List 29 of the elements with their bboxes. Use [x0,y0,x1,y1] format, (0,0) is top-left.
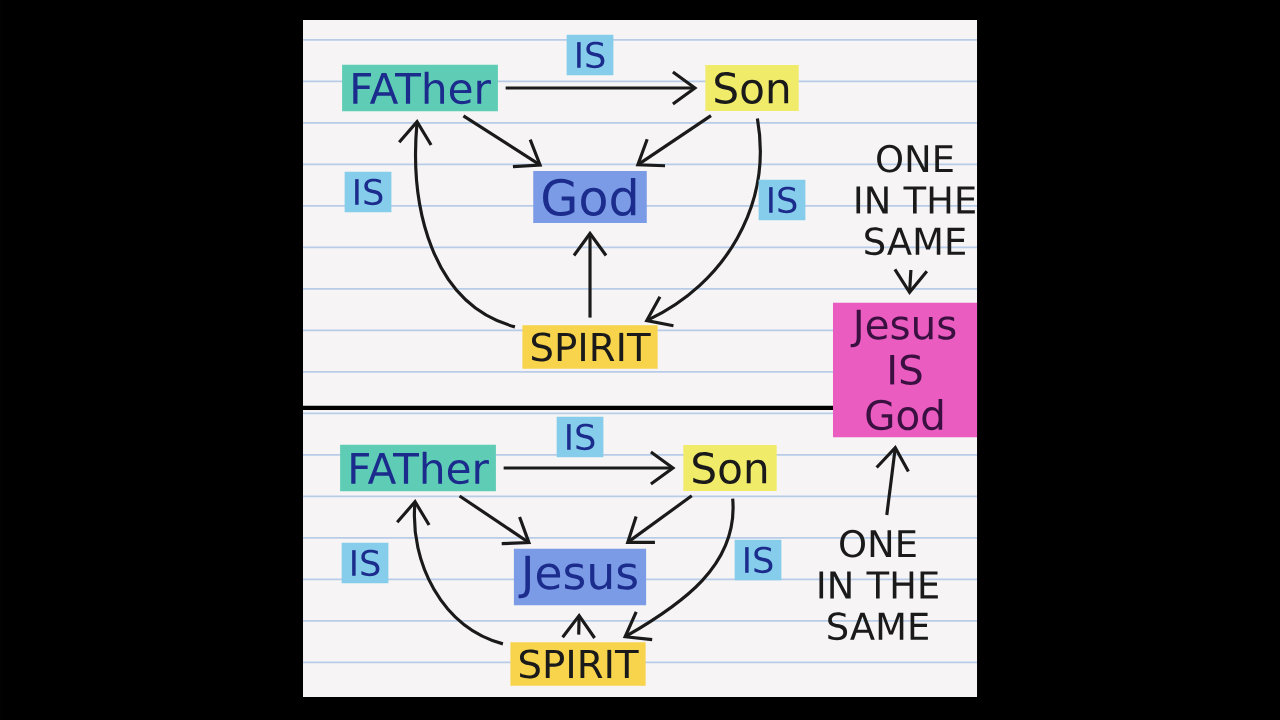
handwritten-note: ONE IN THE SAME [819,529,938,641]
arrow [503,450,676,486]
highlighted-word: SPIRIT [522,325,658,369]
edge-label: IS [341,542,389,584]
edge-label: IS [734,539,782,581]
highlighted-word: God [533,170,647,224]
arrow [458,494,532,546]
arrow [635,114,712,168]
edge-label: IS [758,179,806,221]
highlighted-word: Jesus IS God [833,302,978,438]
edge-label: IS [566,34,614,76]
edge-label: IS [344,171,392,213]
arrow [505,70,698,106]
arrow [875,444,910,516]
edge-label: IS [556,416,604,458]
arrow [396,499,504,646]
arrow [462,114,543,169]
highlighted-word: SPIRIT [510,642,646,686]
arrow [644,118,762,328]
highlighted-word: FATher [340,444,496,492]
highlighted-word: Jesus [513,548,647,606]
highlighted-word: Son [705,65,799,111]
handwritten-note: ONE IN THE SAME [856,144,975,256]
arrow [572,230,608,318]
arrow [625,494,693,544]
highlighted-word: Son [683,445,777,491]
highlighted-word: FATher [342,64,498,112]
arrow [398,119,516,329]
arrow [622,498,735,642]
